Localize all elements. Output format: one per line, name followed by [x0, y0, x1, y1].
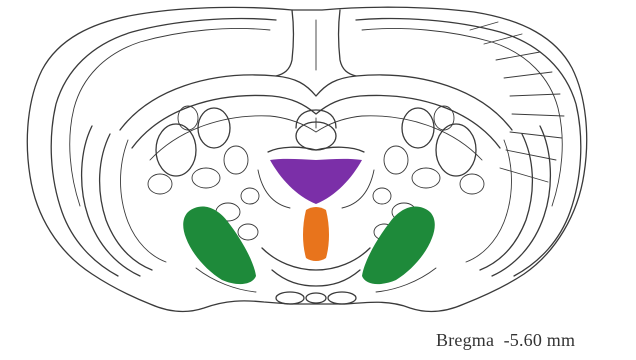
orange-region: [303, 207, 329, 261]
green-region-right: [362, 207, 435, 285]
brain-outline: [27, 7, 586, 311]
bregma-coordinate-label: Bregma -5.60 mm: [436, 330, 575, 351]
green-region-left: [183, 207, 256, 285]
purple-region: [270, 159, 362, 204]
